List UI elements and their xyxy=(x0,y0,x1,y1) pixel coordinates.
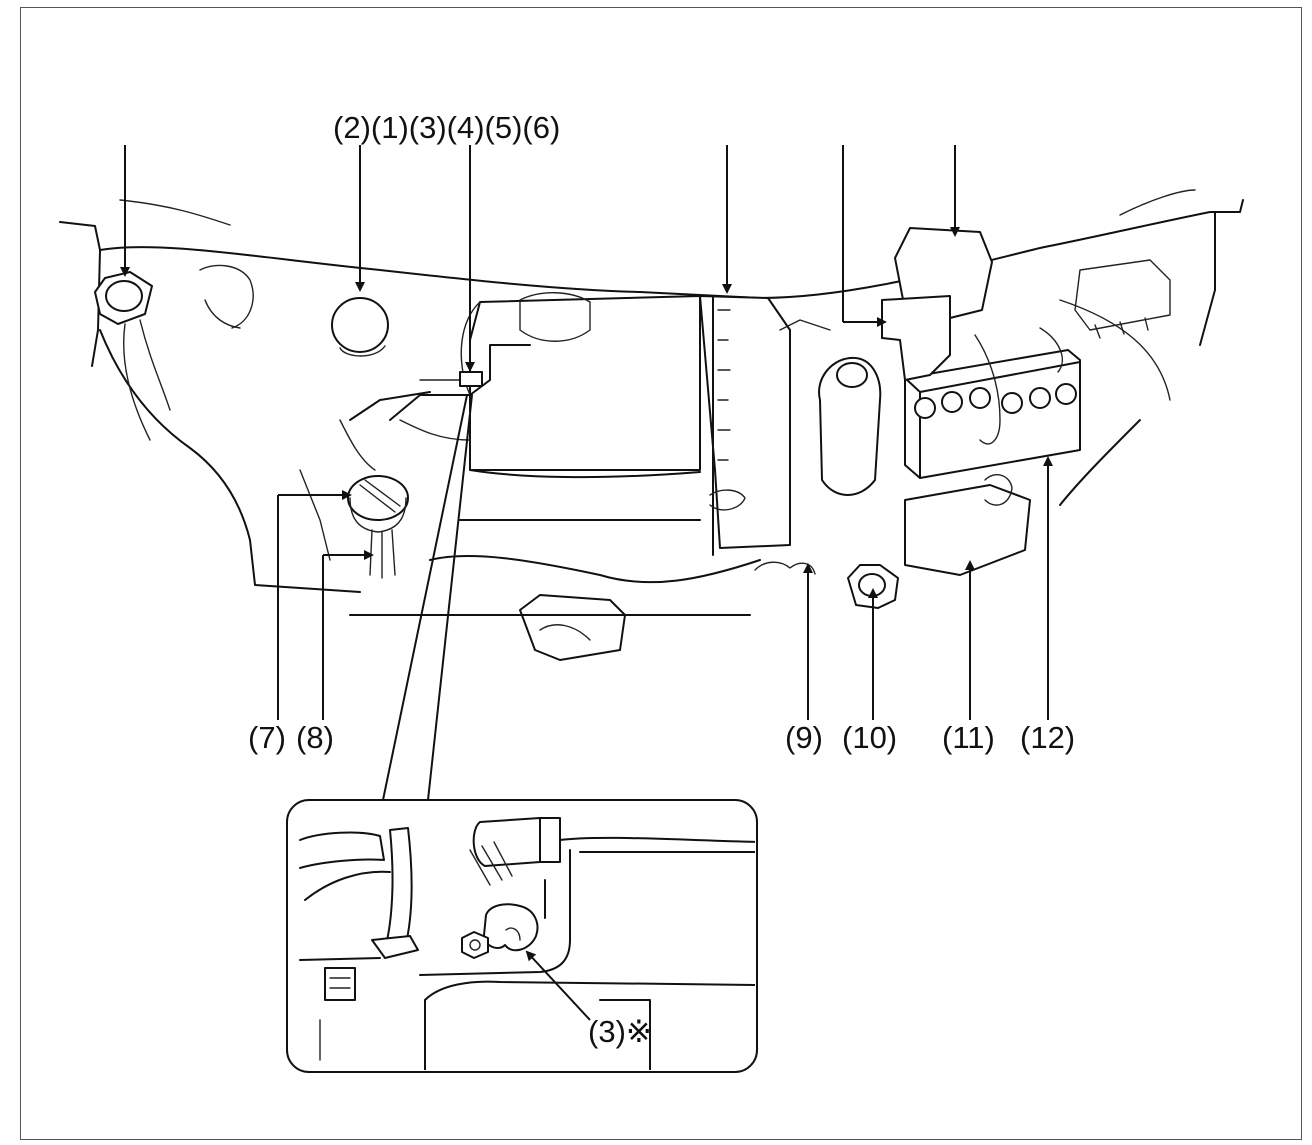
label-9: (9) xyxy=(785,720,823,755)
callout-arrows-top xyxy=(120,145,960,372)
zoom-projection-lines xyxy=(382,394,473,801)
lower-bracket xyxy=(519,594,626,661)
relay-box xyxy=(881,227,993,381)
label-12: (12) xyxy=(1020,720,1075,755)
cap-2 xyxy=(199,264,389,357)
reservoir-cap-left xyxy=(94,271,171,441)
connector-9 xyxy=(754,561,816,575)
grommet xyxy=(847,564,899,609)
oil-filler-cap xyxy=(299,391,431,579)
clip-detail xyxy=(459,371,483,387)
label-inset-callout: (3)※ xyxy=(588,1014,652,1049)
reservoir-right xyxy=(779,319,882,496)
fuse-box-right xyxy=(1059,259,1171,401)
label-10: (10) xyxy=(842,720,897,755)
lower-right-bracket xyxy=(904,474,1031,576)
label-8: (8) xyxy=(296,720,334,755)
figure-frame xyxy=(20,7,1302,1140)
label-11: (11) xyxy=(942,720,995,755)
label-7: (7) xyxy=(248,720,286,755)
air-cleaner xyxy=(389,292,791,556)
battery xyxy=(904,327,1081,479)
engine-bay-outline xyxy=(59,189,1244,616)
callout-arrows-bottom xyxy=(277,456,1053,720)
inset-detail xyxy=(286,799,758,1073)
label-top-group: (2)(1)(3)(4)(5)(6) xyxy=(333,110,560,145)
callout-labels: (2)(1)(3)(4)(5)(6) (7) (8) (9) (10) (11)… xyxy=(248,110,1075,1049)
